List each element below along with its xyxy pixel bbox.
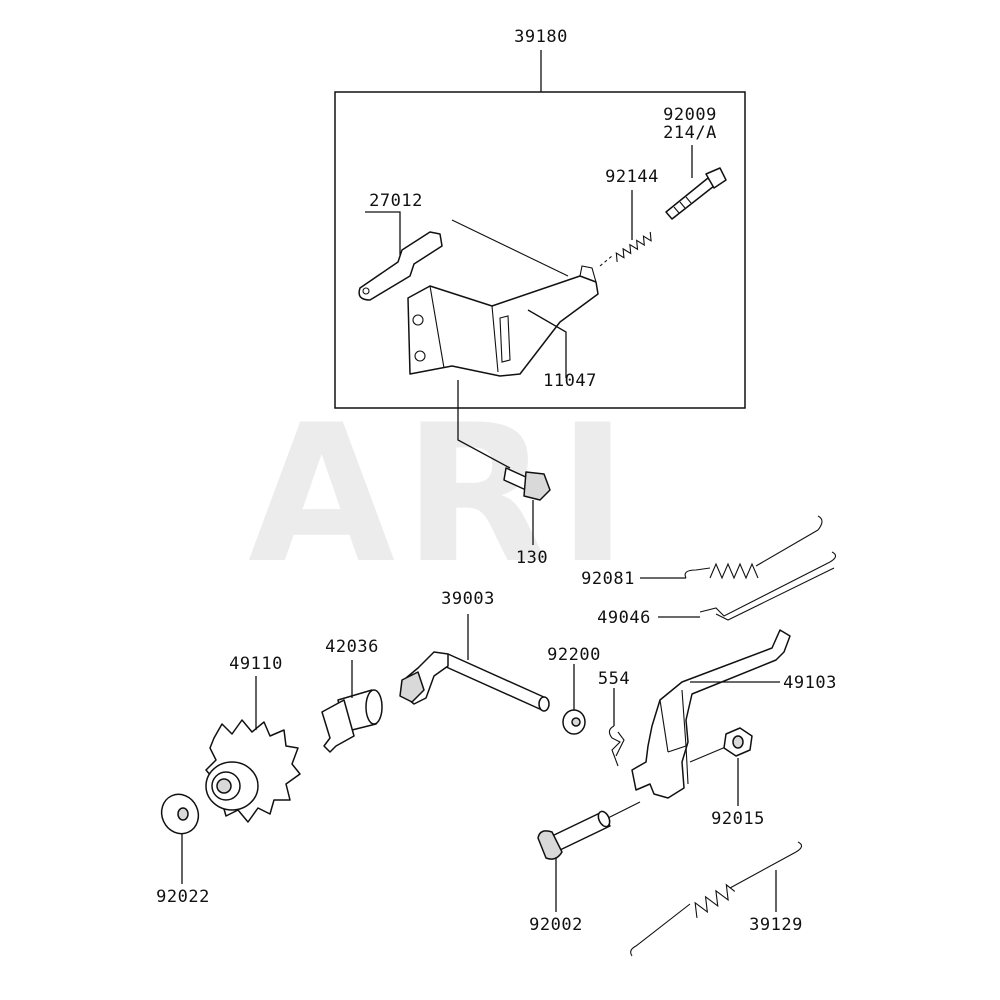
label-39129[interactable]: 39129 [749, 915, 803, 935]
assembly-box [334, 91, 746, 409]
label-214a[interactable]: 214/A [663, 123, 717, 143]
watermark: ARI [248, 384, 636, 605]
pin-554 [608, 725, 625, 767]
nut-92015 [723, 727, 753, 757]
shaft-39003 [399, 651, 550, 712]
label-42036[interactable]: 42036 [325, 637, 379, 657]
label-554[interactable]: 554 [598, 669, 630, 689]
spring-39129 [630, 841, 803, 957]
label-49103[interactable]: 49103 [783, 673, 837, 693]
washer-92200 [562, 709, 586, 735]
nut-axis-line [689, 745, 729, 763]
label-39003[interactable]: 39003 [441, 589, 495, 609]
label-92081[interactable]: 92081 [581, 569, 635, 589]
label-92144[interactable]: 92144 [605, 167, 659, 187]
bolt-axis-line [607, 801, 641, 819]
leader-bolt-line [457, 380, 511, 469]
leader-11047 [527, 309, 567, 378]
collar-42036 [321, 689, 383, 753]
bolt-130 [503, 467, 551, 501]
label-11047[interactable]: 11047 [543, 371, 597, 391]
spring-92144 [599, 231, 652, 267]
label-27012[interactable]: 27012 [369, 191, 423, 211]
leader-27012 [365, 211, 401, 255]
label-49110[interactable]: 49110 [229, 654, 283, 674]
label-92002[interactable]: 92002 [529, 915, 583, 935]
label-49046[interactable]: 49046 [597, 608, 651, 628]
label-92200[interactable]: 92200 [547, 645, 601, 665]
bracket-11047 [407, 219, 599, 377]
label-92009[interactable]: 92009 [663, 105, 717, 125]
spring-92081 [684, 515, 823, 580]
label-92015[interactable]: 92015 [711, 809, 765, 829]
arm-49103 [631, 629, 791, 799]
link-27012 [358, 231, 443, 301]
bolt-92009 [665, 167, 727, 220]
label-130[interactable]: 130 [516, 548, 548, 568]
washer-92022 [160, 793, 200, 835]
bolt-92002 [537, 810, 611, 860]
rod-49046 [699, 551, 837, 621]
label-39180[interactable]: 39180 [514, 27, 568, 47]
label-92022[interactable]: 92022 [156, 887, 210, 907]
gear-49110 [205, 719, 301, 823]
